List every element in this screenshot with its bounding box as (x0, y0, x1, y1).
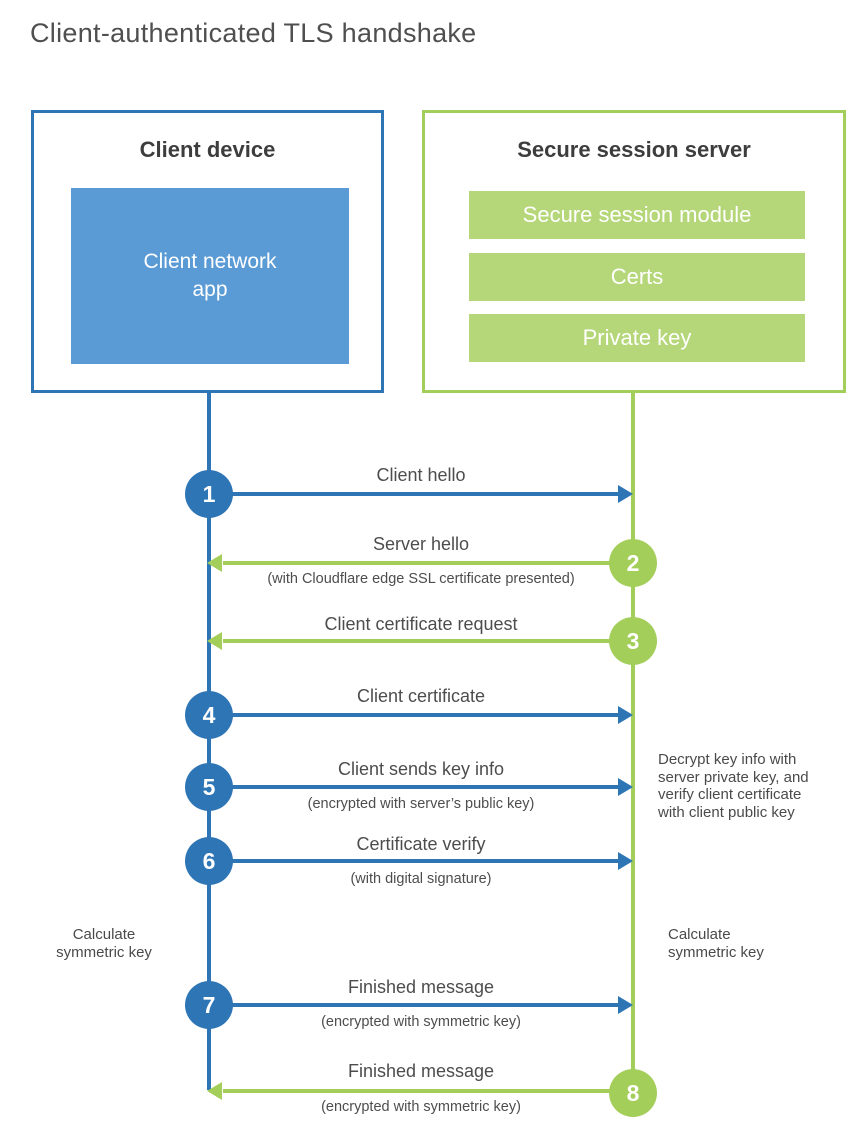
secure-session-server-box: Secure session server Secure session mod… (422, 110, 846, 393)
step-4-badge: 4 (185, 691, 233, 739)
client-lifeline (207, 392, 211, 1090)
step-8-arrowhead-icon (207, 1082, 222, 1100)
step-5-sublabel: (encrypted with server’s public key) (307, 796, 535, 812)
secure-session-server-title: Secure session server (517, 137, 751, 162)
step-6-sublabel: (with digital signature) (350, 871, 492, 887)
step-8-badge: 8 (609, 1069, 657, 1117)
client-device-box: Client device Client network app (31, 110, 384, 393)
step-4-arrow (209, 713, 619, 717)
step-7-badge: 7 (185, 981, 233, 1029)
step-2-badge: 2 (609, 539, 657, 587)
step-1-label: Client hello (376, 465, 466, 485)
step-3-badge: 3 (609, 617, 657, 665)
step-6-badge: 6 (185, 837, 233, 885)
decrypt-key-note: Decrypt key info with server private key… (658, 751, 809, 821)
step-2-arrowhead-icon (207, 554, 222, 572)
step-6-arrow (209, 859, 619, 863)
client-network-app-box: Client network app (71, 188, 349, 364)
step-1-arrow (209, 492, 619, 496)
server-lifeline (631, 392, 635, 1093)
server-module-secure-session: Secure session module (469, 191, 805, 239)
step-5-arrow (209, 785, 619, 789)
step-7-arrowhead-icon (618, 996, 633, 1014)
server-module-private-key: Private key (469, 314, 805, 362)
step-6-label: Certificate verify (356, 834, 486, 854)
step-5-label: Client sends key info (337, 759, 505, 779)
step-7-sublabel: (encrypted with symmetric key) (321, 1014, 521, 1030)
step-8-arrow (223, 1089, 633, 1093)
step-8-label: Finished message (347, 1061, 495, 1081)
step-5-arrowhead-icon (618, 778, 633, 796)
step-4-label: Client certificate (356, 686, 486, 706)
step-3-arrowhead-icon (207, 632, 222, 650)
step-5-badge: 5 (185, 763, 233, 811)
step-7-arrow (209, 1003, 619, 1007)
step-2-sublabel: (with Cloudflare edge SSL certificate pr… (267, 571, 575, 587)
step-3-label: Client certificate request (324, 614, 518, 634)
step-2-arrow (223, 561, 633, 565)
page-title: Client-authenticated TLS handshake (30, 18, 477, 48)
step-1-arrowhead-icon (618, 485, 633, 503)
step-6-arrowhead-icon (618, 852, 633, 870)
server-module-certs: Certs (469, 253, 805, 301)
client-device-title: Client device (139, 137, 276, 162)
step-1-badge: 1 (185, 470, 233, 518)
calculate-symmetric-key-client-note: Calculate symmetric key (56, 926, 152, 961)
calculate-symmetric-key-server-note: Calculate symmetric key (668, 926, 764, 961)
step-8-sublabel: (encrypted with symmetric key) (321, 1099, 521, 1115)
step-2-label: Server hello (372, 534, 470, 554)
step-4-arrowhead-icon (618, 706, 633, 724)
step-7-label: Finished message (347, 977, 495, 997)
step-3-arrow (223, 639, 633, 643)
